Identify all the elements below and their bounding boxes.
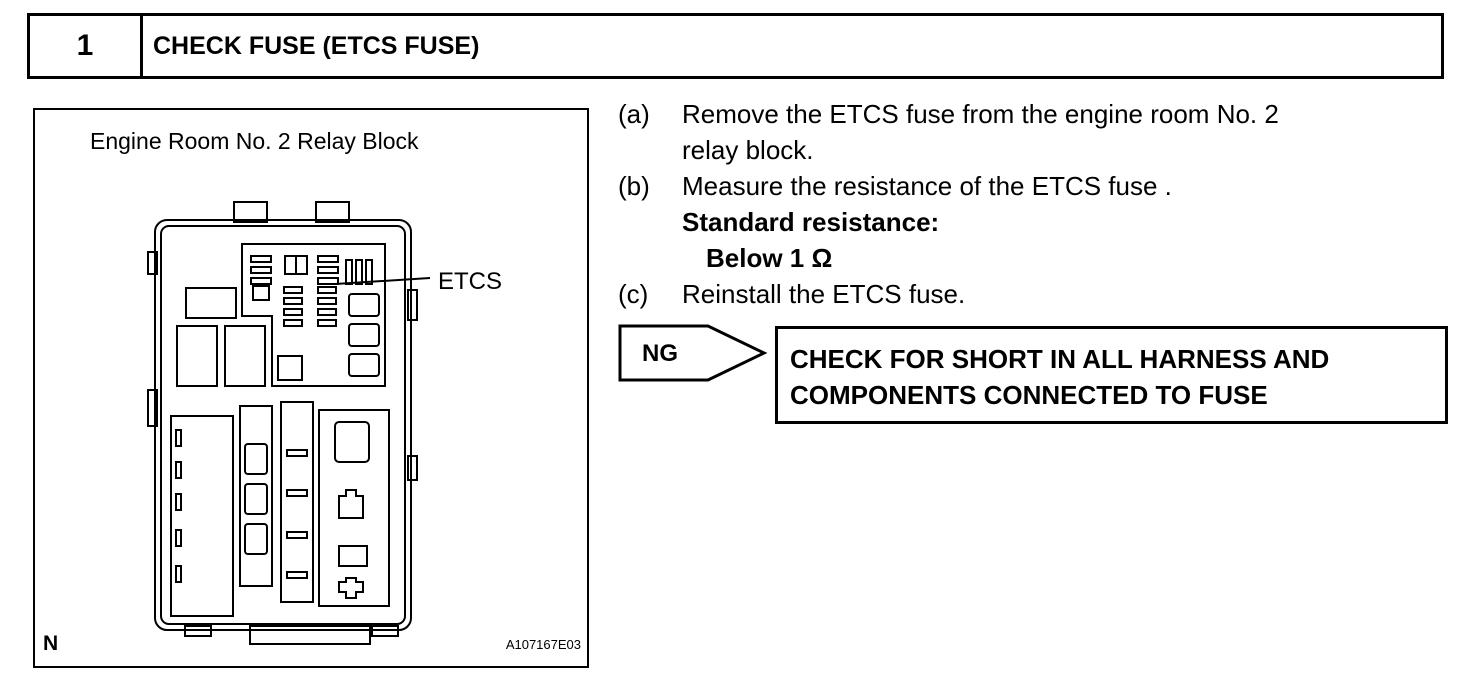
relay-block-diagram — [147, 201, 431, 645]
spec-value: Below 1 Ω — [706, 243, 833, 273]
spec-label: Standard resistance: — [682, 207, 940, 237]
figure-code: A107167E03 — [505, 637, 581, 652]
step-a: (a) Remove the ETCS fuse from the engine… — [618, 96, 1279, 168]
step-a-line2: relay block. — [682, 135, 814, 165]
step-c-line1: Reinstall the ETCS fuse. — [682, 279, 966, 309]
etcs-callout: ETCS — [438, 268, 503, 295]
step-title: CHECK FUSE (ETCS FUSE) — [153, 31, 480, 60]
relay-block-figure: Engine Room No. 2 Relay Block — [33, 108, 589, 668]
orientation-mark: N — [43, 632, 59, 655]
procedure-steps: (a) Remove the ETCS fuse from the engine… — [618, 96, 1279, 312]
step-header: 1 CHECK FUSE (ETCS FUSE) — [27, 13, 1444, 79]
step-c: (c) Reinstall the ETCS fuse. — [618, 276, 1279, 312]
step-number: 1 — [30, 16, 143, 76]
ng-action-line1: CHECK FOR SHORT IN ALL HARNESS AND — [790, 344, 1330, 374]
figure-title: Engine Room No. 2 Relay Block — [90, 128, 419, 154]
step-a-mark: (a) — [618, 99, 650, 129]
step-b: (b) Measure the resistance of the ETCS f… — [618, 168, 1279, 276]
step-b-mark: (b) — [618, 171, 650, 201]
ng-arrow — [618, 324, 768, 382]
step-b-line1: Measure the resistance of the ETCS fuse … — [682, 171, 1172, 201]
ng-action-line2: COMPONENTS CONNECTED TO FUSE — [790, 380, 1268, 410]
step-c-mark: (c) — [618, 279, 649, 309]
step-a-line1: Remove the ETCS fuse from the engine roo… — [682, 99, 1279, 129]
ng-action-box: CHECK FOR SHORT IN ALL HARNESS AND COMPO… — [775, 326, 1448, 424]
ng-label: NG — [642, 340, 678, 367]
